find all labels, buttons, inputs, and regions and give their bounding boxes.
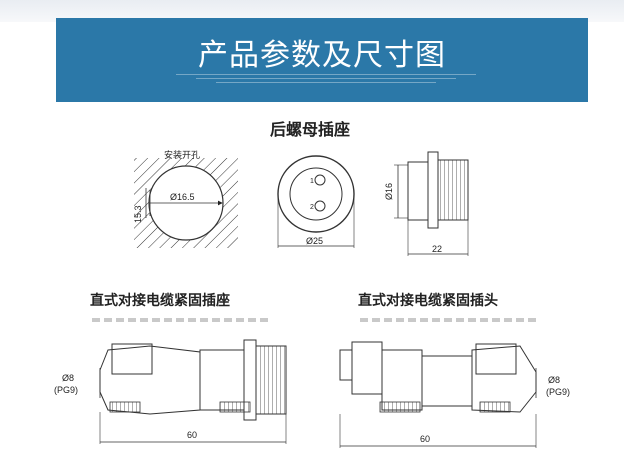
side-diameter: Ø16 xyxy=(384,183,394,200)
banner-decor-line xyxy=(216,82,436,83)
right-product-drawing xyxy=(339,341,537,448)
front-view-drawing xyxy=(277,155,355,248)
hole-label: 安装开孔 xyxy=(164,149,200,160)
right-cable-gland: (PG9) xyxy=(546,387,570,397)
right-length: 60 xyxy=(420,434,430,444)
left-length: 60 xyxy=(187,430,197,440)
side-length: 22 xyxy=(432,244,442,254)
left-cable-dia: Ø8 xyxy=(62,373,74,383)
front-diameter: Ø25 xyxy=(306,236,323,246)
hole-diameter: Ø16.5 xyxy=(170,192,195,202)
hole-flat: 15.3 xyxy=(133,205,143,223)
top-gradient xyxy=(0,0,624,22)
left-product-title: 直式对接电缆紧固插座 xyxy=(90,293,230,309)
pin2-label: 2 xyxy=(310,204,314,211)
right-title-ghost xyxy=(360,318,540,322)
left-product-drawing xyxy=(99,339,287,444)
header-banner: 产品参数及尺寸图 xyxy=(56,18,588,102)
left-title-ghost xyxy=(92,318,272,322)
section-title: 后螺母插座 xyxy=(270,120,351,139)
banner-decor-line xyxy=(176,74,476,75)
side-view-drawing xyxy=(394,151,469,256)
right-cable-dia: Ø8 xyxy=(548,375,560,385)
panel-hole-drawing xyxy=(134,158,238,248)
left-cable-gland: (PG9) xyxy=(54,385,78,395)
banner-title: 产品参数及尺寸图 xyxy=(198,38,446,73)
right-product-title: 直式对接电缆紧固插头 xyxy=(358,293,498,309)
banner-decor-line xyxy=(196,78,456,79)
pin1-label: 1 xyxy=(310,178,314,185)
